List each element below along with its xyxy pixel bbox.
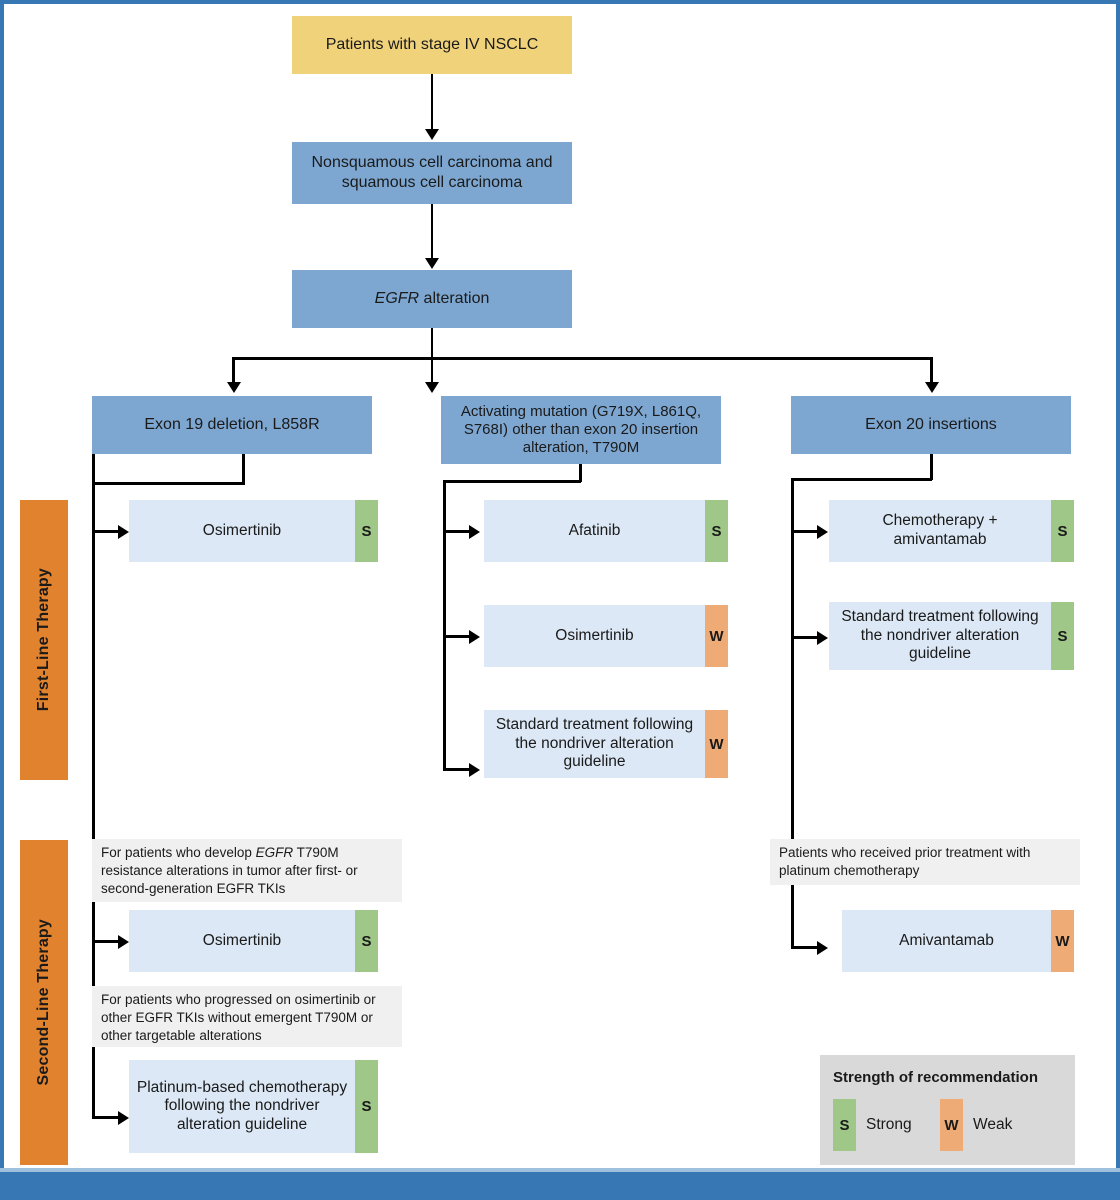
treatment-card-right-2l-1: Amivantamab W — [842, 910, 1074, 972]
note-left-progressed-osimertinib: For patients who progressed on osimertin… — [92, 986, 402, 1047]
connector-right-node-drop — [930, 454, 933, 480]
phase-label-second-line: Second-Line Therapy — [35, 919, 52, 1086]
strength-badge: S — [1051, 602, 1074, 670]
legend-title: Strength of recommendation — [833, 1069, 1039, 1086]
strength-badge: S — [355, 910, 378, 972]
connector-left-branch-2 — [92, 940, 120, 943]
branch-node-exon19: Exon 19 deletion, L858R — [92, 396, 372, 454]
note-gene-name: EGFR — [255, 845, 294, 860]
treatment-label: Osimertinib — [484, 605, 705, 667]
arrowhead-middle-osimertinib — [469, 629, 480, 644]
connector-left-branch-3 — [92, 1116, 120, 1119]
node-egfr-alteration: EGFR alteration — [292, 270, 572, 328]
connector-left-branch-1 — [92, 530, 120, 533]
treatment-label: Chemotherapy + amivantamab — [829, 500, 1051, 562]
connector-middle-node-drop — [579, 464, 582, 482]
legend-label-strong: Strong — [866, 1116, 912, 1133]
connector-egfr-stem — [430, 328, 434, 358]
connector-left-top-bar — [92, 482, 244, 485]
treatment-card-right-1l-1: Chemotherapy + amivantamab S — [829, 500, 1074, 562]
treatment-card-middle-1l-3: Standard treatment following the nondriv… — [484, 710, 728, 778]
arrowhead-branch-left — [226, 382, 241, 393]
note-text-post: T790M resistance alterations in tumor af… — [101, 845, 358, 896]
frame-border-right — [1116, 0, 1120, 1172]
arrowhead-right-amivantamab — [817, 940, 828, 955]
branch-node-exon20: Exon 20 insertions — [791, 396, 1071, 454]
arrowhead-branch-right — [924, 382, 939, 393]
strength-badge: W — [1051, 910, 1074, 972]
treatment-label: Osimertinib — [129, 500, 355, 562]
strength-badge: W — [705, 605, 728, 667]
connector-top-to-histology — [430, 74, 434, 131]
arrowhead-right-chemo-amivantamab — [817, 524, 828, 539]
connector-middle-top-bar — [443, 480, 581, 483]
branch-node-activating-mutation: Activating mutation (G719X, L861Q, S768I… — [441, 396, 721, 464]
treatment-label: Osimertinib — [129, 910, 355, 972]
frame-border-top — [0, 0, 1120, 4]
arrowhead-to-histology — [425, 129, 439, 140]
connector-histology-to-egfr — [430, 204, 434, 260]
frame-border-bottom — [0, 1168, 1120, 1172]
strength-badge: S — [355, 500, 378, 562]
arrowhead-branch-middle — [425, 382, 439, 393]
phase-label-first-line: First-Line Therapy — [35, 568, 52, 712]
note-text-pre: For patients who develop — [101, 845, 256, 860]
treatment-label: Standard treatment following the nondriv… — [829, 602, 1051, 670]
connector-branch-bus — [233, 357, 933, 360]
frame-footer-bar — [0, 1172, 1120, 1200]
arrowhead-to-egfr — [425, 258, 439, 269]
connector-right-top-bar — [791, 478, 932, 481]
treatment-card-left-1l-1: Osimertinib S — [129, 500, 378, 562]
connector-bus-drop-left — [232, 357, 235, 384]
node-patients-stage-iv: Patients with stage IV NSCLC — [292, 16, 572, 74]
strength-badge: W — [705, 710, 728, 778]
connector-left-corner — [242, 482, 245, 485]
connector-left-node-drop — [242, 454, 245, 482]
treatment-label: Platinum-based chemotherapy following th… — [129, 1060, 355, 1153]
connector-left-stem — [92, 454, 95, 484]
treatment-label: Amivantamab — [842, 910, 1051, 972]
treatment-card-left-2l-1: Osimertinib S — [129, 910, 378, 972]
strength-badge: S — [355, 1060, 378, 1153]
connector-bus-drop-right — [930, 357, 933, 384]
arrowhead-right-standard — [817, 630, 828, 645]
connector-right-trunk — [791, 478, 794, 948]
connector-bus-drop-middle — [430, 357, 434, 384]
treatment-card-middle-1l-2: Osimertinib W — [484, 605, 728, 667]
legend-chip-weak: W — [940, 1099, 963, 1151]
treatment-card-right-1l-2: Standard treatment following the nondriv… — [829, 602, 1074, 670]
node-histology: Nonsquamous cell carcinoma and squamous … — [292, 142, 572, 204]
connector-middle-branch-2 — [443, 635, 471, 638]
arrowhead-middle-afatinib — [469, 524, 480, 539]
egfr-gene-name: EGFR — [374, 290, 420, 308]
phase-bar-first-line: First-Line Therapy — [20, 500, 68, 780]
connector-middle-branch-3 — [443, 768, 471, 771]
connector-middle-trunk — [443, 480, 446, 771]
treatment-label: Afatinib — [484, 500, 705, 562]
arrowhead-left-osimertinib-1l — [118, 524, 129, 539]
note-left-t790m-resistance: For patients who develop EGFR T790M resi… — [92, 839, 402, 902]
treatment-card-middle-1l-1: Afatinib S — [484, 500, 728, 562]
strength-badge: S — [1051, 500, 1074, 562]
strength-badge: S — [705, 500, 728, 562]
connector-right-branch-1 — [791, 530, 819, 533]
note-right-prior-platinum: Patients who received prior treatment wi… — [770, 839, 1080, 885]
egfr-alteration-suffix: alteration — [419, 290, 490, 308]
treatment-card-left-2l-2: Platinum-based chemotherapy following th… — [129, 1060, 378, 1153]
connector-right-branch-2 — [791, 636, 819, 639]
frame-border-left — [0, 0, 4, 1172]
arrowhead-left-platinum — [118, 1110, 129, 1125]
treatment-label: Standard treatment following the nondriv… — [484, 710, 705, 778]
arrowhead-middle-standard — [469, 762, 480, 777]
connector-right-branch-3 — [791, 946, 819, 949]
legend-chip-strong: S — [833, 1099, 856, 1151]
connector-middle-branch-1 — [443, 530, 471, 533]
arrowhead-left-osimertinib-2l — [118, 934, 129, 949]
connector-left-trunk — [92, 482, 95, 1118]
legend-label-weak: Weak — [973, 1116, 1013, 1133]
phase-bar-second-line: Second-Line Therapy — [20, 840, 68, 1165]
